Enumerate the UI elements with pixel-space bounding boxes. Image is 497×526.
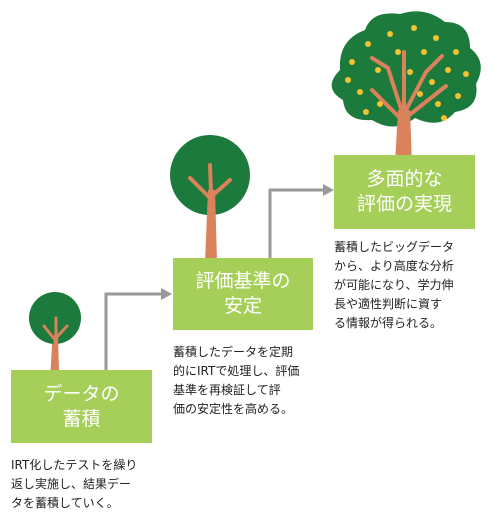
arrow-icon — [268, 184, 334, 258]
blossom-dots — [345, 25, 469, 121]
step-3-desc-line: る情報が得られる。 — [334, 316, 443, 330]
step-3-title-line: 多面的な — [366, 168, 443, 190]
step-3-desc-line: 蓄積したビッグデータ — [334, 240, 455, 254]
step-1-box: データの 蓄積 — [11, 370, 152, 443]
step-1-description: IRT化したテストを繰り 返し実施し、結果デー タを蓄積していく。 — [11, 456, 137, 513]
step-3-title-line: 評価の実現 — [356, 193, 452, 215]
step-2-description: 蓄積したデータを定期 的にIRTで処理し、評価 基準を再検証して評 価の安定性を… — [173, 343, 299, 419]
step-2-desc-line: 的にIRTで処理し、評価 — [173, 364, 300, 378]
step-2-desc-line: 基準を再検証して評 — [173, 383, 281, 397]
step-3-box: 多面的な 評価の実現 — [334, 155, 475, 229]
medium-tree-icon — [170, 135, 250, 262]
step-2-box: 評価基準の 安定 — [173, 258, 313, 330]
step-2-title-line: 評価基準の — [195, 270, 291, 292]
step-1-desc-line: 返し実施し、結果デー — [11, 477, 132, 491]
step-2-title-line: 安定 — [223, 295, 262, 317]
step-2-desc-line: 価の安定性を高める。 — [173, 402, 294, 416]
step-3-desc-line: から、より高度な分析 — [334, 259, 454, 273]
step-2-desc-line: 蓄積したデータを定期 — [173, 345, 294, 359]
step-1-title-line: 蓄積 — [62, 407, 101, 430]
step-1-title-line: データの — [43, 382, 120, 405]
arrow-icon — [104, 288, 172, 370]
large-flowering-tree-icon — [331, 11, 481, 164]
step-3-description: 蓄積したビッグデータ から、より高度な分析 が可能になり、学力伸 長や適性判断に… — [334, 238, 454, 333]
step-1-desc-line: IRT化したテストを繰り — [11, 458, 138, 472]
step-3-desc-line: が可能になり、学力伸 — [334, 278, 454, 292]
step-3-desc-line: 長や適性判断に資す — [334, 297, 443, 311]
step-1-desc-line: タを蓄積していく。 — [11, 496, 119, 510]
small-tree-icon — [29, 292, 81, 373]
